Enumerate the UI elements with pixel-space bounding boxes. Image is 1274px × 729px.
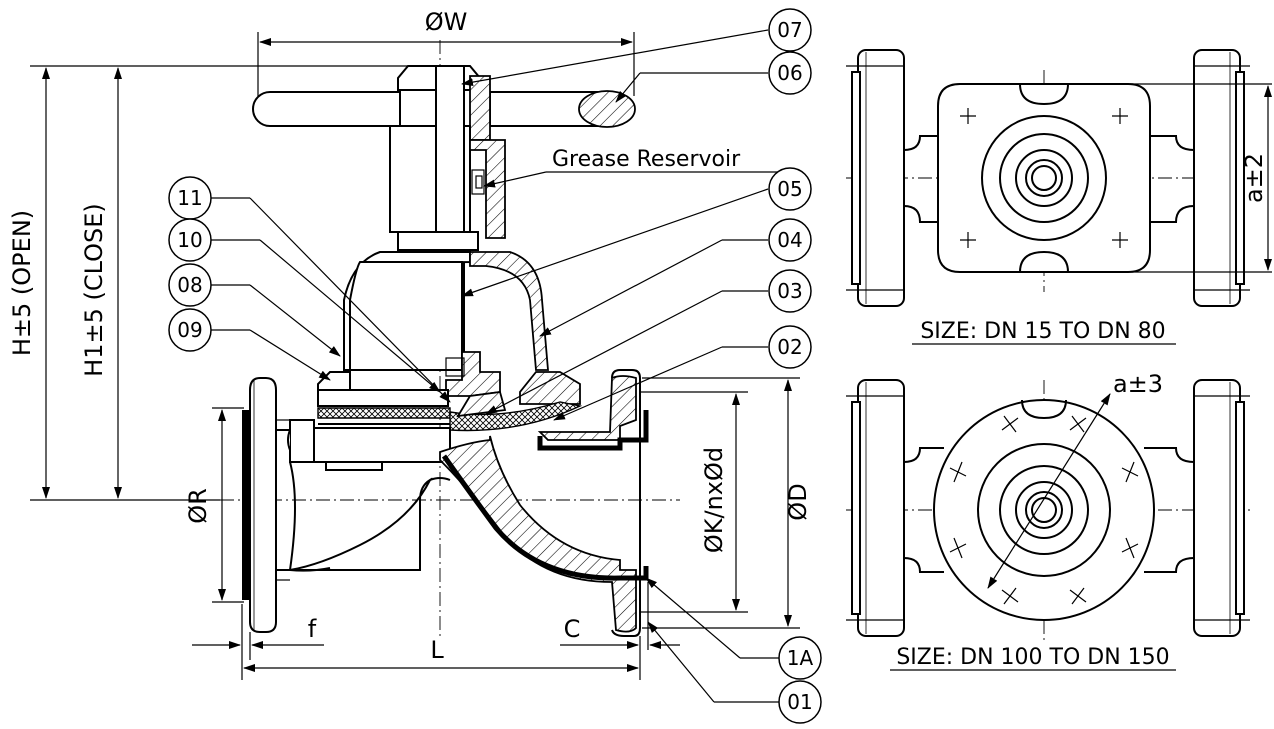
svg-text:10: 10 xyxy=(177,228,202,252)
bonnet-dome-section xyxy=(469,251,549,371)
body-section xyxy=(439,435,637,633)
callout-leaders xyxy=(200,29,780,703)
dim-flange-dia: ØD xyxy=(784,483,812,520)
callout-02: 02 xyxy=(768,325,812,369)
callout-04: 04 xyxy=(768,218,812,262)
main-section-view: ØW H±5 (OPEN) H1±5 (CLOSE) ØR ØK/nxØd ØD… xyxy=(8,8,822,724)
callout-1a: 1A xyxy=(778,636,822,680)
top-view-small: a±2 SIZE: DN 15 TO DN 80 xyxy=(846,49,1272,345)
dim-height-close: H1±5 (CLOSE) xyxy=(80,203,108,377)
svg-text:1A: 1A xyxy=(787,646,814,670)
callout-09: 09 xyxy=(168,308,212,352)
svg-text:04: 04 xyxy=(777,228,802,252)
diaphragm-left xyxy=(317,407,451,419)
handwheel-grip xyxy=(578,90,636,128)
svg-text:07: 07 xyxy=(777,18,802,42)
svg-text:02: 02 xyxy=(777,335,802,359)
label-size-large: SIZE: DN 100 TO DN 150 xyxy=(896,645,1169,670)
callout-01: 01 xyxy=(778,680,822,724)
dim-raised-face: ØR xyxy=(184,488,212,524)
callout-03: 03 xyxy=(768,269,812,313)
label-grease-reservoir: Grease Reservoir xyxy=(552,147,741,172)
callout-08: 08 xyxy=(168,263,212,307)
dim-round-a: a±3 xyxy=(1113,370,1163,398)
svg-text:01: 01 xyxy=(787,690,812,714)
svg-text:09: 09 xyxy=(177,318,202,342)
dim-square-a: a±2 xyxy=(1240,153,1268,203)
dim-face-to-face: L xyxy=(430,636,444,664)
top-view-large: a±3 SIZE: DN 100 TO DN 150 xyxy=(846,370,1250,671)
bonnet-upper-section xyxy=(469,139,506,239)
dim-lining-c: C xyxy=(564,615,581,643)
dim-bolt-circle: ØK/nxØd xyxy=(700,447,728,553)
callout-06: 06 xyxy=(768,51,812,95)
label-size-small: SIZE: DN 15 TO DN 80 xyxy=(920,319,1165,344)
dim-overall-width: ØW xyxy=(425,8,468,36)
svg-text:05: 05 xyxy=(777,177,802,201)
svg-text:06: 06 xyxy=(777,61,802,85)
dim-flange-f: f xyxy=(308,615,317,643)
callout-11: 11 xyxy=(168,176,212,220)
svg-text:11: 11 xyxy=(177,186,202,210)
callout-10: 10 xyxy=(168,218,212,262)
dim-height-open: H±5 (OPEN) xyxy=(8,210,36,356)
callout-05: 05 xyxy=(768,167,812,211)
left-flange xyxy=(249,377,277,633)
svg-text:08: 08 xyxy=(177,273,202,297)
handwheel-arm-left xyxy=(252,91,401,127)
callout-07: 07 xyxy=(768,8,812,52)
hub-section xyxy=(469,75,491,141)
svg-text:03: 03 xyxy=(777,279,802,303)
